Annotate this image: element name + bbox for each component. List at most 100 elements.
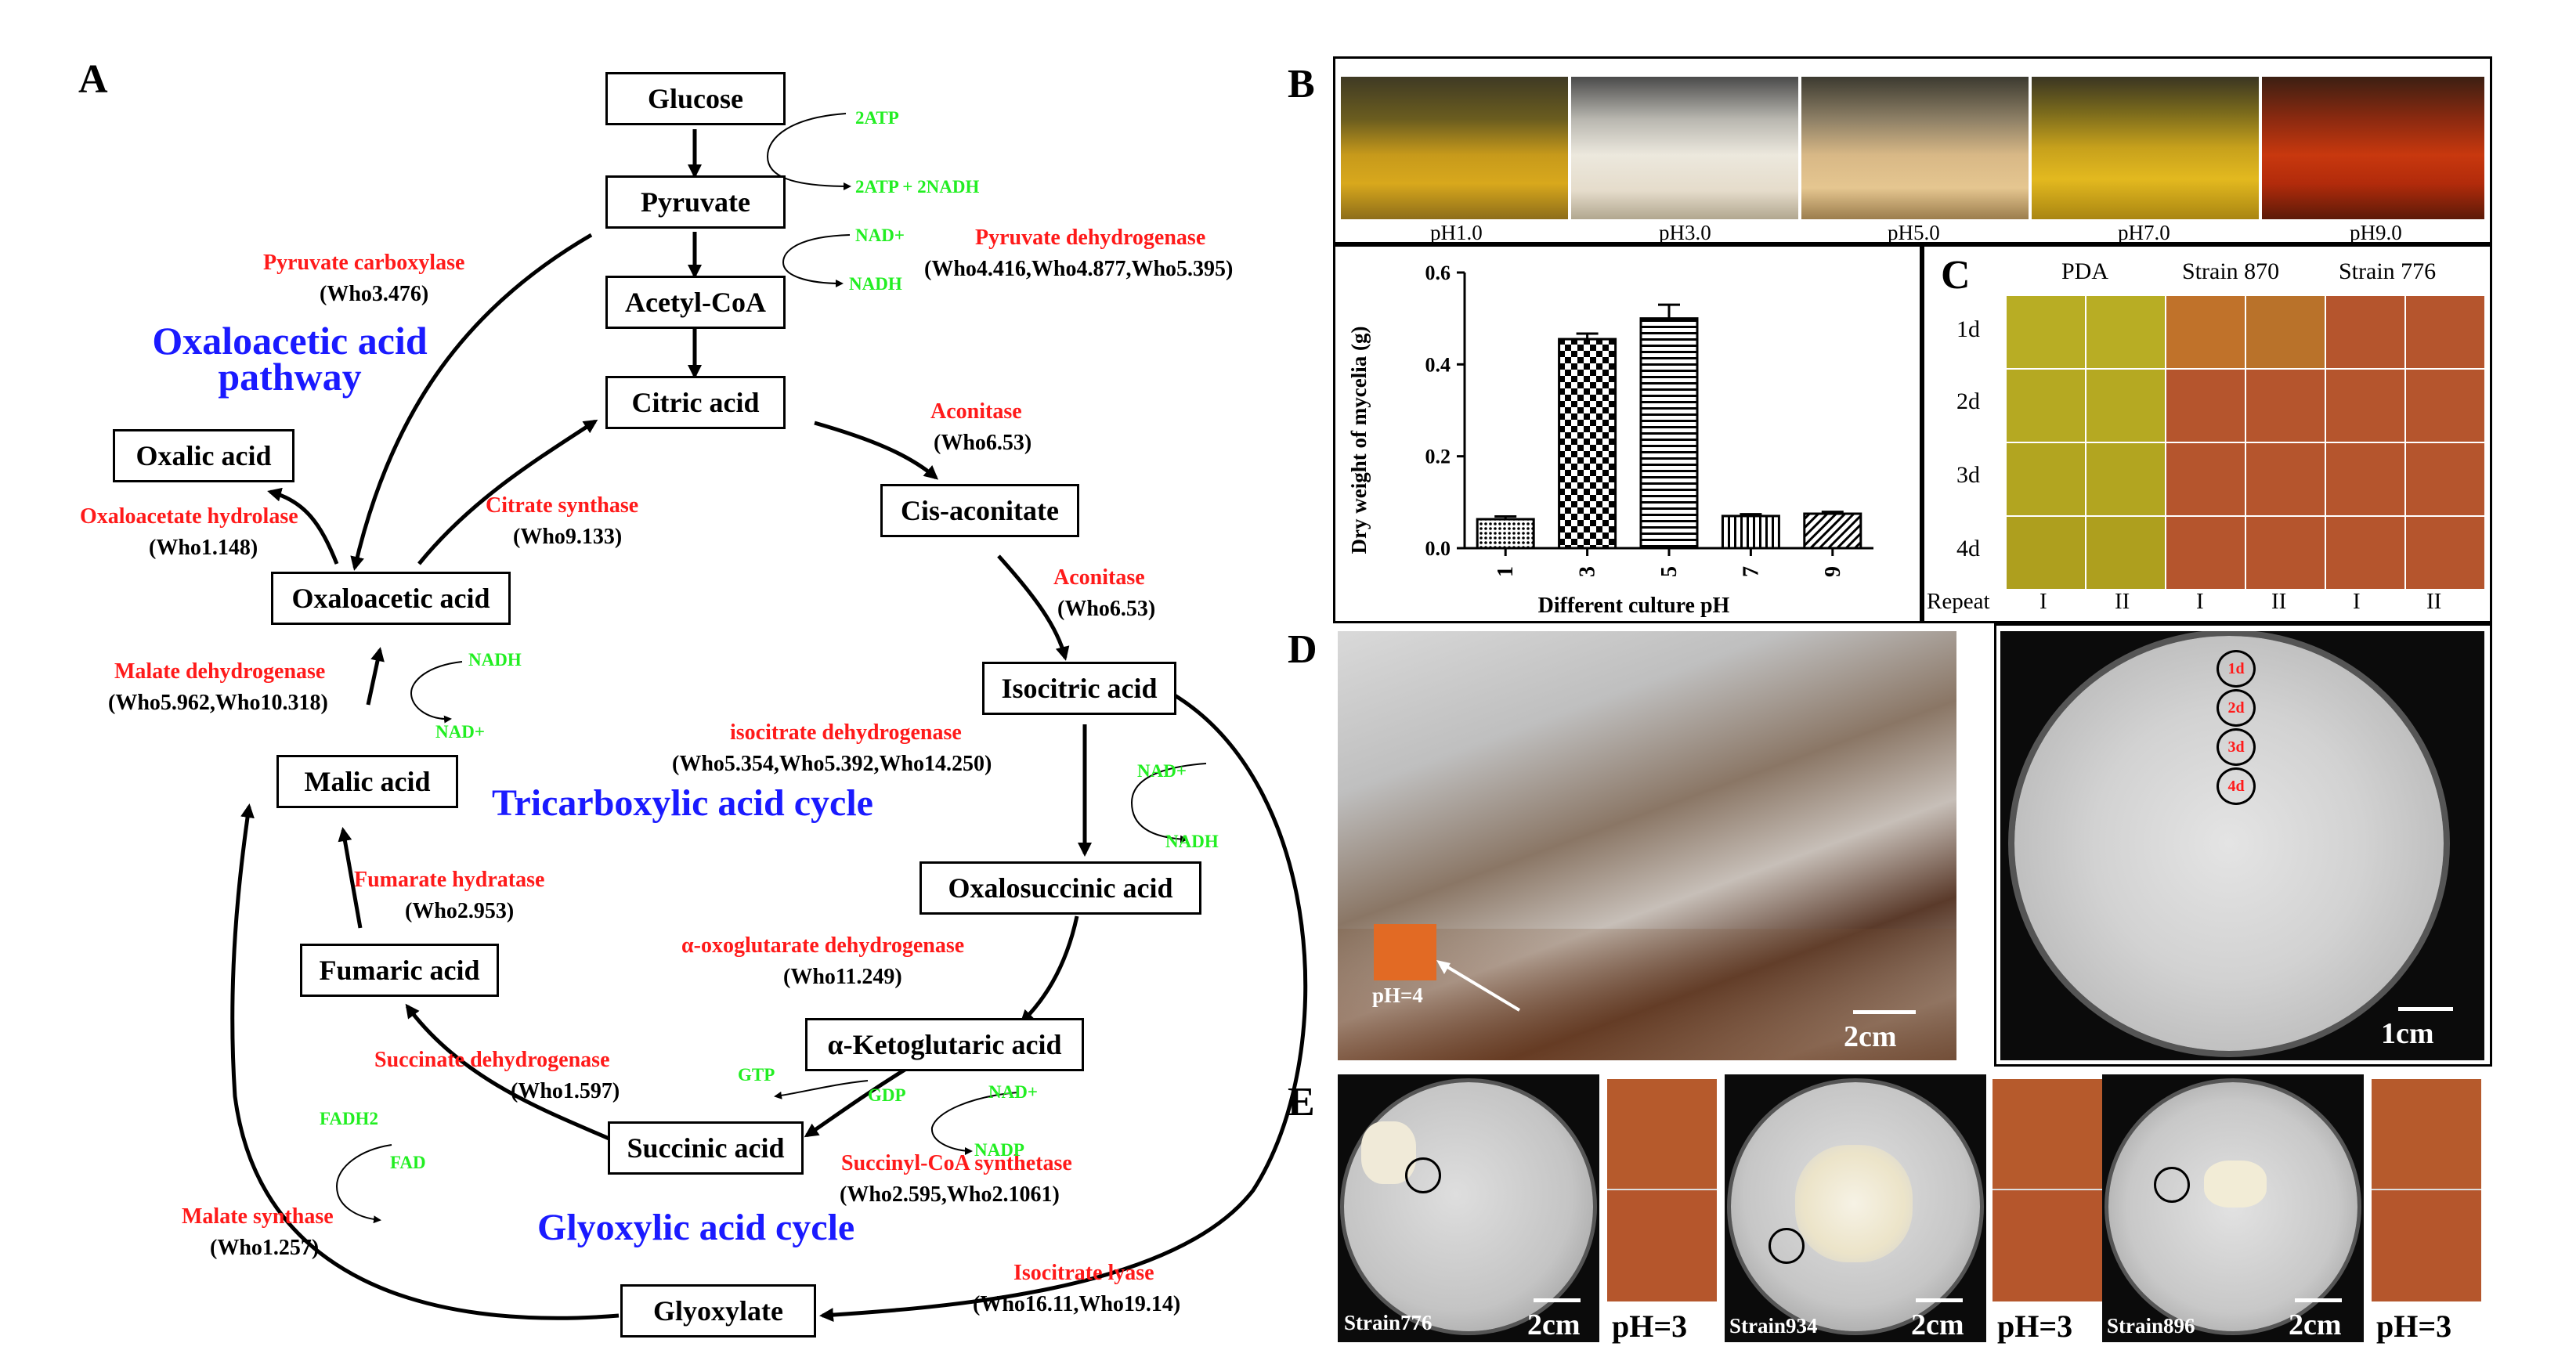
metabolite-glyoxylate: Glyoxylate — [620, 1284, 816, 1338]
enzyme-malate-dehydrogenase: Malate dehydrogenase — [114, 659, 326, 684]
chart-y-axis-label: Dry weight of mycelia (g) — [1347, 327, 1371, 554]
ph-paper-cell — [2086, 296, 2165, 368]
panel-label-e: E — [1288, 1080, 1315, 1125]
flask-label-ph5: pH5.0 — [1888, 221, 1940, 244]
flask-label-ph1: pH1.0 — [1430, 221, 1483, 244]
ph-paper-cell — [2166, 296, 2245, 368]
genes-aconitase-1: (Who6.53) — [934, 431, 1032, 455]
x-tick-label-3: 3 — [1576, 566, 1600, 577]
cofactor-2atp: 2ATP — [855, 108, 899, 128]
strain-label-934: Strain934 — [1729, 1314, 1818, 1338]
arc-mdh — [410, 661, 463, 724]
genes-isocitrate-dehydrogenase: (Who5.354,Who5.392,Who14.250) — [672, 752, 992, 776]
ph-paper-cell — [2086, 443, 2165, 515]
metabolite-oxalic-acid: Oxalic acid — [113, 429, 294, 482]
scale-label-e1: 2cm — [1527, 1309, 1581, 1341]
pathway-glyoxylic-title: Glyoxylic acid cycle — [537, 1207, 855, 1248]
flask-strip-frame — [1333, 56, 2492, 244]
y-tick-label: 0.0 — [1425, 537, 1451, 560]
ph-label-e3: pH=3 — [2376, 1309, 2452, 1344]
enzyme-isocitrate-lyase: Isocitrate lyase — [1013, 1261, 1154, 1285]
bar-ph-7 — [1721, 514, 1780, 550]
row-label-1d: 1d — [1956, 316, 1980, 342]
enzyme-oxoglutarate-dehydrogenase: α-oxoglutarate dehydrogenase — [681, 933, 965, 958]
metabolite-cis-aconitate: Cis-aconitate — [880, 484, 1079, 537]
metabolite-oxalosuccinic-acid: Oxalosuccinic acid — [919, 861, 1201, 915]
col-header-pda: PDA — [2061, 258, 2109, 284]
metabolite-isocitric-acid: Isocitric acid — [982, 662, 1176, 715]
arrow-pyruvate-oxaloacetic — [350, 233, 593, 571]
ph-paper-grid — [2007, 296, 2484, 589]
scale-bar-e2 — [1916, 1298, 1963, 1302]
metabolite-oxaloacetic-acid: Oxaloacetic acid — [271, 572, 511, 625]
panel-c-frame — [1922, 244, 2492, 623]
genes-aconitase-2: (Who6.53) — [1057, 597, 1156, 621]
genes-succinyl-coa-synthetase: (Who2.595,Who2.1061) — [840, 1182, 1060, 1207]
y-tick-label: 0.6 — [1425, 262, 1451, 284]
arc-scs — [930, 1092, 1019, 1155]
bar-ph-3 — [1558, 338, 1617, 550]
pathway-oxaloacetic-line2: pathway — [218, 355, 362, 399]
enzyme-pyruvate-dehydrogenase: Pyruvate dehydrogenase — [975, 226, 1206, 250]
pathway-oxaloacetic-line1: Oxaloacetic acid — [152, 319, 428, 363]
strain-934-photo — [1725, 1074, 1986, 1342]
arrow-succinic-fumaric — [405, 1003, 612, 1142]
scale-label-c: 1cm — [2381, 1017, 2434, 1050]
enzyme-isocitrate-dehydrogenase: isocitrate dehydrogenase — [730, 720, 962, 745]
arc-sdh — [335, 1144, 392, 1224]
scale-bar-d — [1853, 1010, 1916, 1014]
genes-oxaloacetate-hydrolase: (Who1.148) — [149, 536, 258, 560]
metabolite-citric-acid: Citric acid — [605, 376, 786, 429]
metabolite-ketoglutaric-acid: α-Ketoglutaric acid — [805, 1018, 1084, 1071]
ph-paper-cell — [2326, 443, 2404, 515]
arc-idh — [1130, 763, 1207, 843]
row-label-4d: 4d — [1956, 536, 1980, 561]
ph-paper-cell — [2246, 370, 2325, 442]
ph-paper-cell — [2406, 370, 2484, 442]
strain-896-photo — [2102, 1074, 2364, 1342]
cofactor-nadh-idh: NADH — [1165, 832, 1219, 851]
arrow-oxaloacetic-oxalic — [267, 487, 339, 565]
cofactor-gtp: GTP — [738, 1065, 775, 1085]
ph-paper-776-bottom — [1607, 1190, 1717, 1301]
ph-paper-cell — [2007, 443, 2085, 515]
ph-label-d: pH=4 — [1372, 984, 1423, 1007]
ph-label-e2: pH=3 — [1997, 1309, 2073, 1344]
cofactor-fad: FAD — [390, 1153, 426, 1172]
cofactor-gdp: GDP — [868, 1085, 906, 1105]
chart-bars — [1476, 303, 1862, 550]
enzyme-aconitase-1: Aconitase — [930, 399, 1022, 424]
scale-label-e2: 2cm — [1911, 1309, 1964, 1341]
cofactor-nad-mdh: NAD+ — [435, 722, 485, 742]
genes-pyruvate-carboxylase: (Who3.476) — [320, 282, 429, 306]
arrow-cis-isocitric — [997, 554, 1070, 661]
ph-paper-934-top — [1993, 1079, 2102, 1190]
metabolite-fumaric-acid: Fumaric acid — [300, 944, 499, 997]
ph-paper-cell — [2326, 517, 2404, 589]
bar-ph-5 — [1639, 317, 1699, 550]
cofactor-nadh-pdh: NADH — [849, 274, 902, 294]
ph-paper-776-top — [1607, 1079, 1717, 1190]
genes-citrate-synthase: (Who9.133) — [513, 525, 623, 549]
genes-pyruvate-dehydrogenase: (Who4.416,Who4.877,Who5.395) — [924, 257, 1234, 281]
metabolite-malic-acid: Malic acid — [276, 755, 458, 808]
enzyme-succinate-dehydrogenase: Succinate dehydrogenase — [374, 1048, 610, 1072]
dish-marker-3d: 3d — [2217, 728, 2256, 766]
scale-bar-c — [2398, 1007, 2453, 1011]
row-label-2d: 2d — [1956, 388, 1980, 414]
ph-paper-cell — [2166, 517, 2245, 589]
ph-paper-cell — [2007, 370, 2085, 442]
arrow-oxaloacetic-citric — [417, 419, 598, 565]
bar-ph-9 — [1803, 512, 1862, 550]
metabolite-glucose: Glucose — [605, 72, 786, 125]
cofactor-nad-idh: NAD+ — [1137, 761, 1187, 781]
ph-paper-cell — [2166, 370, 2245, 442]
petri-frame — [1994, 623, 2492, 1067]
col-header-strain-870: Strain 870 — [2182, 258, 2280, 284]
panel-label-d: D — [1288, 627, 1317, 672]
metabolite-pyruvate: Pyruvate — [605, 175, 786, 229]
bar-chart-frame — [1333, 244, 1922, 623]
x-tick-label-5: 5 — [1657, 566, 1682, 577]
cofactor-nadh-mdh: NADH — [468, 650, 522, 670]
